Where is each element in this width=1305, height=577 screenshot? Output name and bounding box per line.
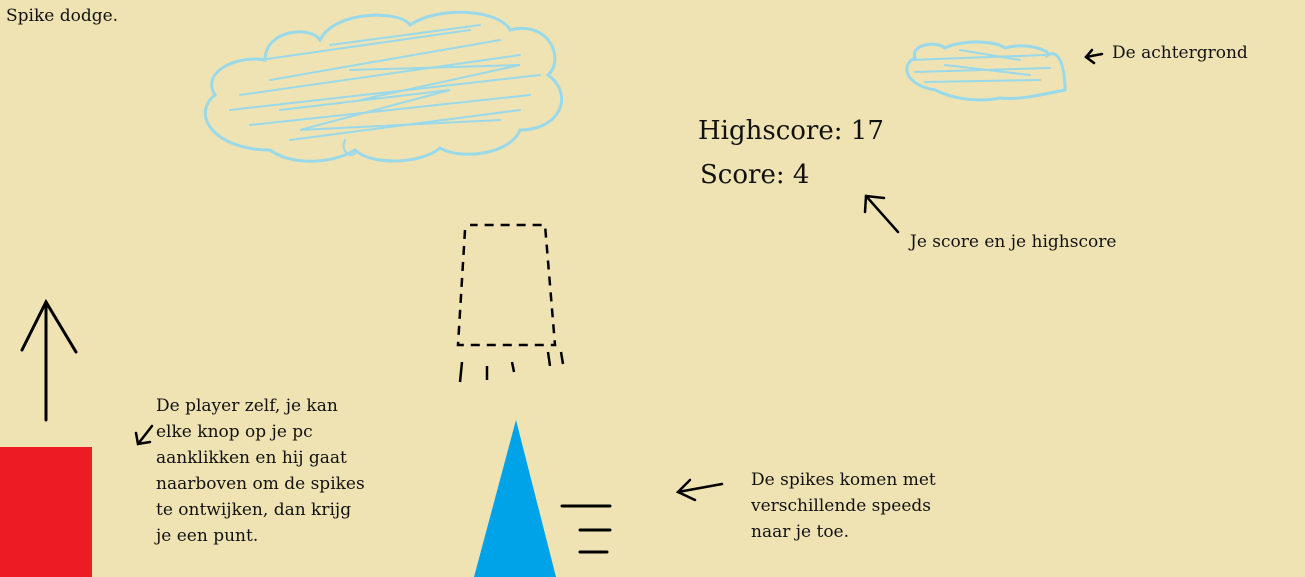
score-label: Score: 4 bbox=[700, 160, 810, 190]
pointer-arrow-icon bbox=[134, 48, 1104, 502]
highscore-label: Highscore: 17 bbox=[698, 116, 884, 146]
large-cloud-icon bbox=[203, 10, 564, 163]
background-annotation: De achtergrond bbox=[1112, 43, 1248, 63]
player-annotation: De player zelf, je kan elke knop op je p… bbox=[156, 396, 365, 546]
speed-lines-icon bbox=[560, 504, 612, 554]
game-title: Spike dodge. bbox=[6, 6, 119, 26]
player-block bbox=[0, 447, 92, 577]
spikes-annotation: De spikes komen met verschillende speeds… bbox=[751, 470, 936, 542]
player-jump-ghost bbox=[456, 223, 565, 383]
up-arrow-icon bbox=[20, 298, 78, 422]
spike bbox=[474, 420, 556, 577]
score-annotation: Je score en je highscore bbox=[910, 232, 1117, 252]
small-cloud-icon bbox=[905, 40, 1067, 102]
